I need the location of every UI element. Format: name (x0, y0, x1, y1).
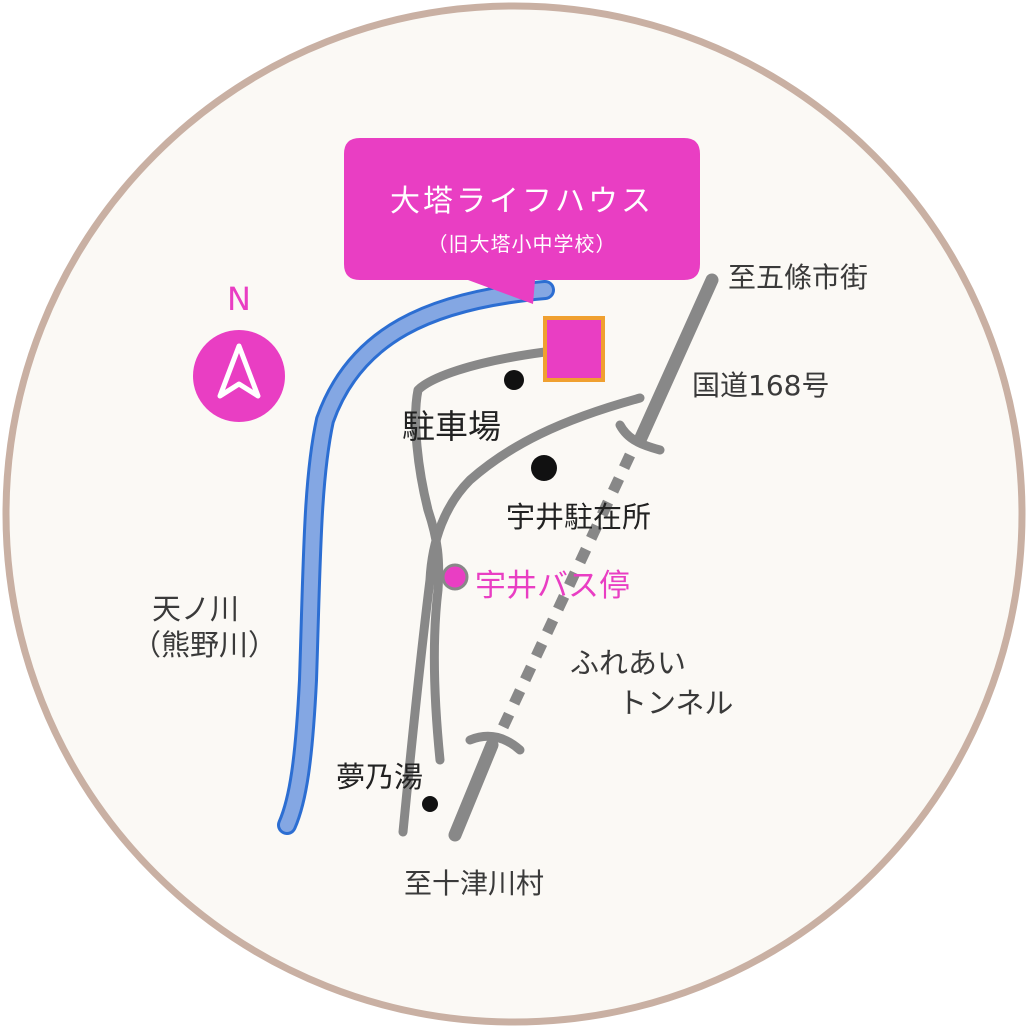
tunnel-name-line2: トンネル (618, 686, 734, 720)
north-letter: N (227, 280, 251, 318)
local-roads (398, 347, 645, 837)
route-label: 国道168号 (692, 369, 830, 402)
bus-stop-label: 宇井バス停 (475, 568, 630, 604)
tunnel-south-portal (465, 731, 525, 755)
destination-title: 大塔ライフハウス (390, 184, 654, 219)
compass-disc (193, 330, 285, 422)
river (280, 283, 552, 832)
parking-label: 駐車場 (402, 407, 501, 446)
to-gojo-label: 至五條市街 (728, 261, 869, 294)
parking-dot-icon (504, 370, 524, 390)
tunnel-name-line1: ふれあい (570, 646, 687, 680)
route-168 (448, 273, 719, 842)
route-168-north (633, 273, 719, 447)
river-alt-name-label: （熊野川） (132, 628, 278, 662)
to-totsukawa-label: 至十津川村 (404, 867, 545, 900)
compass-north-icon (193, 330, 285, 422)
pink-dot-icon (441, 563, 469, 591)
old-road (411, 347, 550, 765)
compass-arrow (217, 343, 261, 399)
callout-bubble (344, 138, 700, 304)
onsen-dot-icon (422, 796, 438, 812)
village-road (398, 393, 645, 837)
tunnel-north-portal (615, 420, 665, 455)
onsen-label: 夢乃湯 (336, 760, 424, 794)
police-box-label: 宇井駐在所 (506, 500, 652, 534)
river-name-label: 天ノ川 (152, 592, 240, 626)
destination-subtitle: （旧大塔小中学校） (427, 232, 617, 256)
route-168-south (448, 738, 499, 842)
callout-box (344, 138, 700, 304)
police-box-dot-icon (531, 455, 557, 481)
square-marker-icon (543, 316, 605, 382)
tunnel (493, 452, 635, 741)
